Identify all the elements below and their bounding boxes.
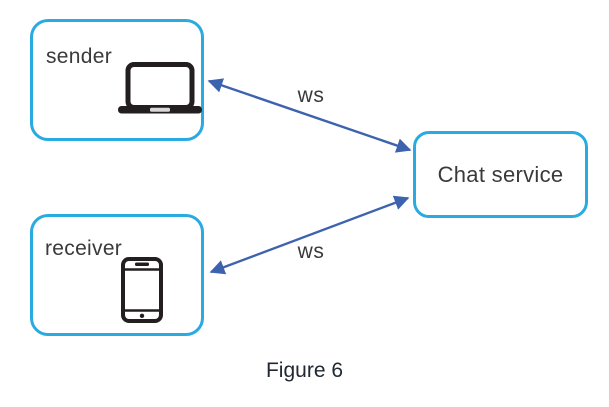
laptop-icon (118, 62, 202, 114)
node-receiver-label: receiver (45, 237, 123, 260)
node-chat-service-label: Chat service (437, 161, 564, 187)
smartphone-icon (121, 257, 163, 323)
edge-label-ws-bottom: ws (297, 240, 325, 263)
node-receiver: receiver (30, 214, 204, 336)
node-sender-label: sender (46, 45, 113, 68)
figure-caption: Figure 6 (265, 359, 344, 382)
edge-label-ws-top: ws (297, 84, 325, 107)
node-chat-service: Chat service (413, 131, 588, 218)
node-sender: sender (30, 19, 204, 141)
